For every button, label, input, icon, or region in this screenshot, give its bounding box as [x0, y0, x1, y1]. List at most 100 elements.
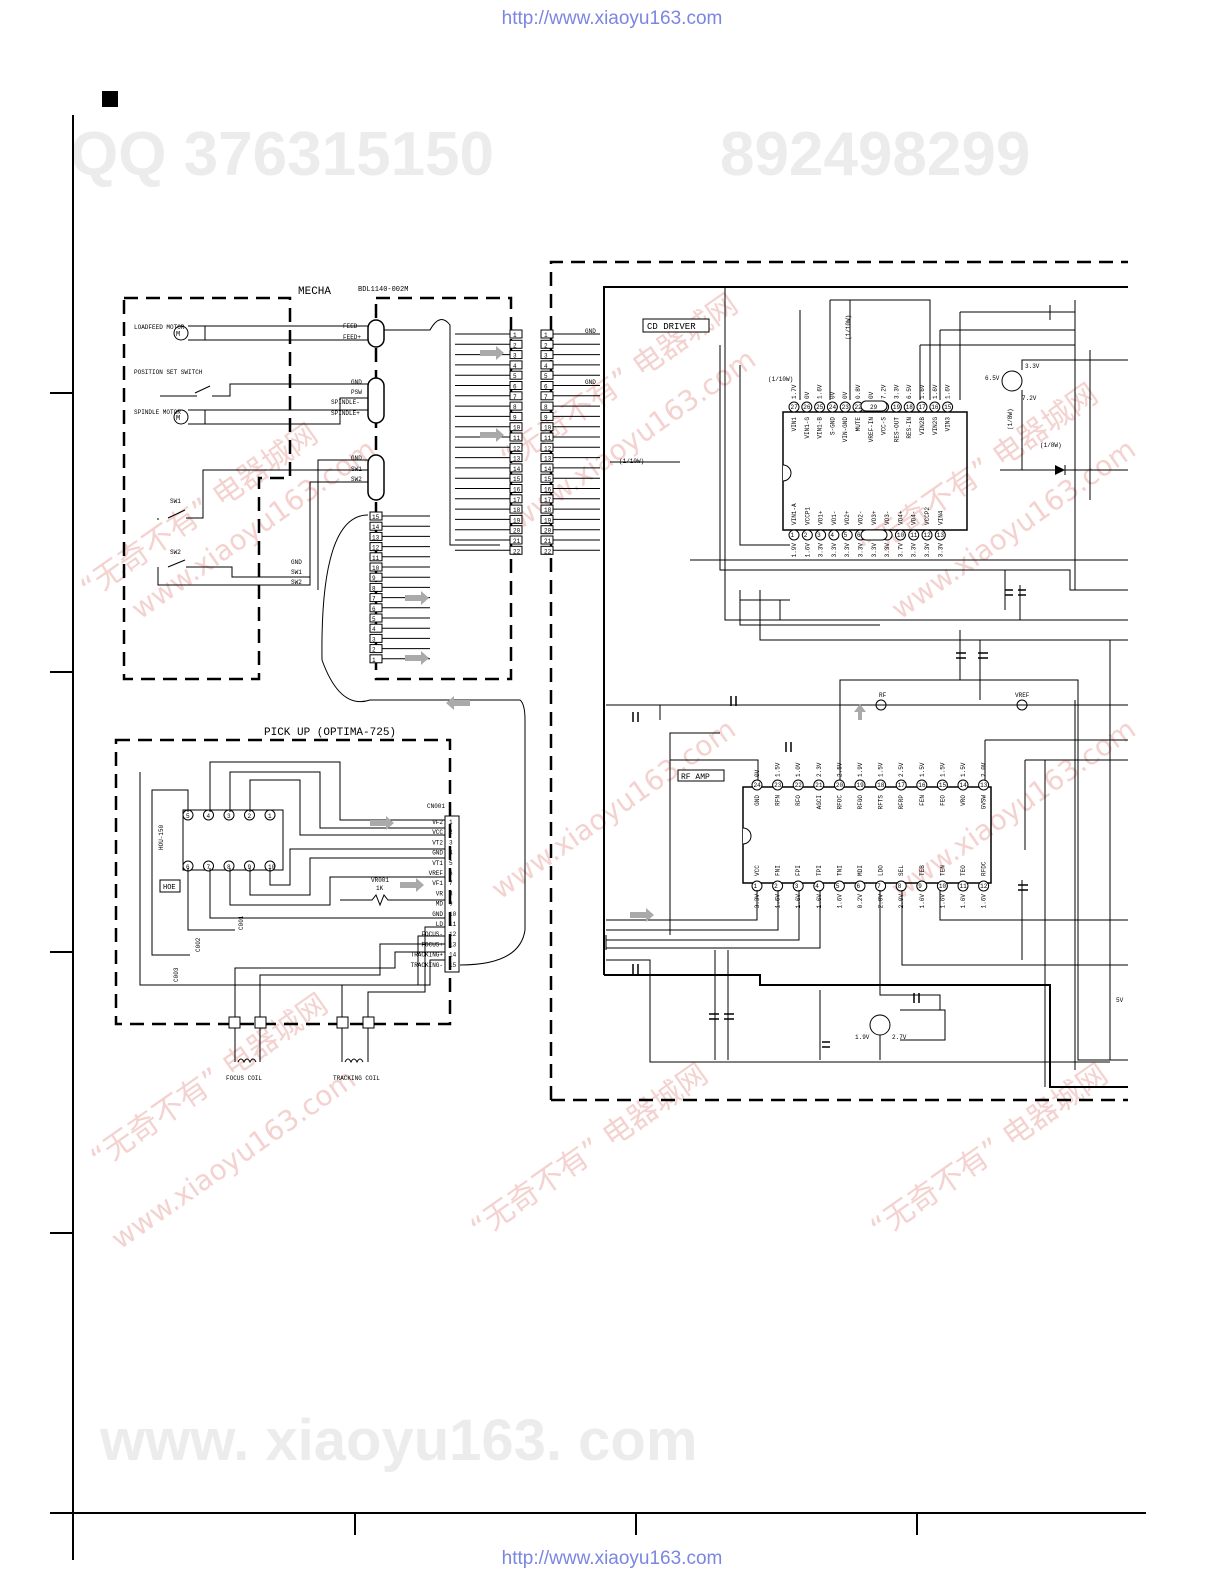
focus-coil-label: FOCUS COIL	[226, 1075, 262, 1082]
ic-pin-name: VCCP1	[804, 507, 811, 525]
page-frame	[50, 115, 1146, 1560]
ic-pin	[957, 880, 969, 892]
ic-pin-name: RFRP	[898, 795, 905, 810]
mecha-conn-pin	[509, 442, 523, 452]
mecha-conn-pin-num: 6	[513, 384, 517, 391]
board-conn-pin-num: 2	[544, 342, 548, 349]
ic-pin-name: AGCI	[816, 795, 823, 809]
hou-label: HOU-150	[158, 824, 165, 850]
cn001-pin-num: 11	[449, 921, 457, 928]
mecha-conn-pin-num: 11	[513, 435, 521, 442]
ic-pin-num: 16	[931, 404, 939, 411]
ic-pin-name: RES-IN	[906, 417, 913, 439]
cn001-pin-num: 13	[449, 941, 457, 948]
mecha-conn-pin	[509, 339, 523, 349]
cn001-pin-label: GND	[432, 850, 443, 857]
ic-pin-voltage: 1.6V	[919, 384, 926, 399]
cn001-pin-label: VF2	[432, 819, 443, 826]
ic-pin-voltage: 1.5V	[919, 762, 926, 777]
ic-pin-name: VRO	[960, 795, 967, 806]
feed-minus-label: FEED-	[343, 323, 361, 330]
cn001-pin-label: VCC	[432, 829, 443, 836]
cn001-pin-label: VREF	[429, 870, 444, 877]
cn001-pin-num: 9	[449, 901, 453, 908]
mecha-flex-pin-num: 10	[372, 565, 380, 572]
ic-pin-num: 5	[836, 883, 840, 890]
mecha-flex-pin-num: 5	[372, 616, 376, 623]
hoe-pin	[203, 809, 214, 821]
ic-pin-name: LDO	[878, 865, 885, 876]
mecha-conn-pin-num: 1	[513, 332, 517, 339]
ic-pin-num: 15	[939, 782, 947, 789]
ic-pin-num: 10	[939, 883, 947, 890]
header-url[interactable]: http://www.xiaoyu163.com	[501, 8, 723, 29]
wm-url-4: www.xiaoyu163.com	[485, 712, 742, 905]
tracking-coil-label: TRACKING COIL	[333, 1075, 380, 1082]
ic-pin	[916, 880, 928, 892]
cn001-pin-label: VR	[436, 890, 444, 897]
ic-pin-name: RFOC	[836, 795, 843, 810]
mecha-flex-pin-num: 1	[372, 657, 376, 664]
cn001-pin-num: 5	[449, 860, 453, 867]
ic-pin-name: VO2+	[844, 510, 851, 525]
t-volt-72: 7.2V	[1022, 395, 1037, 402]
ic-pin-num: 12	[980, 883, 988, 890]
ld-volt-2: 2.7V	[892, 1034, 907, 1041]
ic-pin	[916, 779, 928, 791]
mecha-conn-pin-num: 14	[513, 466, 521, 473]
mecha-flex-pin-num: 8	[372, 585, 376, 592]
ic-pin	[978, 880, 990, 892]
mecha-flex-pin-num: 2	[372, 647, 376, 654]
mecha-block: MECHA BDL1140-002M M LOADFEED MOTOR M SP…	[122, 286, 526, 966]
board-conn-pin-num: 9	[544, 414, 548, 421]
cn001-pin-label: GND	[432, 911, 443, 918]
ic-pin-voltage: 1.7V	[791, 384, 798, 399]
mecha-conn-pin	[509, 422, 523, 432]
feed-plus-label: FEED+	[343, 334, 361, 341]
hoe-pin-num: 1	[268, 813, 272, 820]
section-marker	[102, 91, 118, 107]
cn001-pin-num: 1	[449, 819, 453, 826]
ic-pin-name: VCC	[754, 865, 761, 876]
hoe-pin-num: 6	[186, 864, 190, 871]
mecha-conn-pin-num: 16	[513, 487, 521, 494]
ic-pin	[815, 529, 827, 541]
ic-pin-num: 17	[919, 404, 927, 411]
ic-pin-name: VCC-S	[881, 417, 888, 435]
mecha-conn-pin	[509, 391, 523, 401]
mecha-conn-pin-num: 22	[513, 548, 521, 555]
ic-pin-name: MDI	[857, 865, 864, 876]
ic-pin-voltage: 3.3V	[911, 543, 918, 558]
ic-pin-voltage: 1.6V	[817, 384, 824, 399]
mecha-title: MECHA	[298, 286, 331, 298]
board-conn-pin-num: 8	[544, 404, 548, 411]
c002-label: C002	[195, 937, 202, 952]
ic-pin-voltage: 1.5V	[960, 762, 967, 777]
hoe-pin	[264, 809, 276, 821]
board-conn-pin-num: 10	[544, 425, 552, 432]
mecha-conn-pin-num: 3	[513, 353, 517, 360]
vr-value: 1K	[376, 885, 384, 892]
ic-pin-name: VO2-	[858, 511, 865, 525]
svg-text:M: M	[176, 415, 180, 423]
ic-pin-name: VIN1-A	[791, 503, 798, 525]
ic-pin	[792, 880, 804, 892]
mecha-conn-pin	[509, 463, 523, 473]
ic-pin-voltage: 7.2V	[881, 384, 888, 399]
mecha-conn-pin-num: 2	[513, 342, 517, 349]
ic-pin-num: 23	[842, 404, 850, 411]
ic-pin	[895, 880, 907, 892]
mecha-flex-pin-num: 15	[372, 514, 380, 521]
ic-pin	[813, 779, 825, 791]
ic-pin-name: TEN	[939, 865, 946, 876]
footer-url[interactable]: http://www.xiaoyu163.com	[501, 1548, 723, 1569]
board-conn-pin-num: 3	[544, 353, 548, 360]
ic-pin-num: 6	[857, 532, 861, 539]
mecha-conn-pin-num: 20	[513, 528, 521, 535]
mecha-conn-pin	[509, 494, 523, 504]
cn001-pin-num: 4	[449, 850, 453, 857]
ic-pin-voltage: 1.6V	[816, 894, 823, 909]
ic-pin-num: 8	[898, 883, 902, 890]
mecha-conn-pin-num: 18	[513, 507, 521, 514]
mecha-conn-pin	[509, 535, 523, 545]
